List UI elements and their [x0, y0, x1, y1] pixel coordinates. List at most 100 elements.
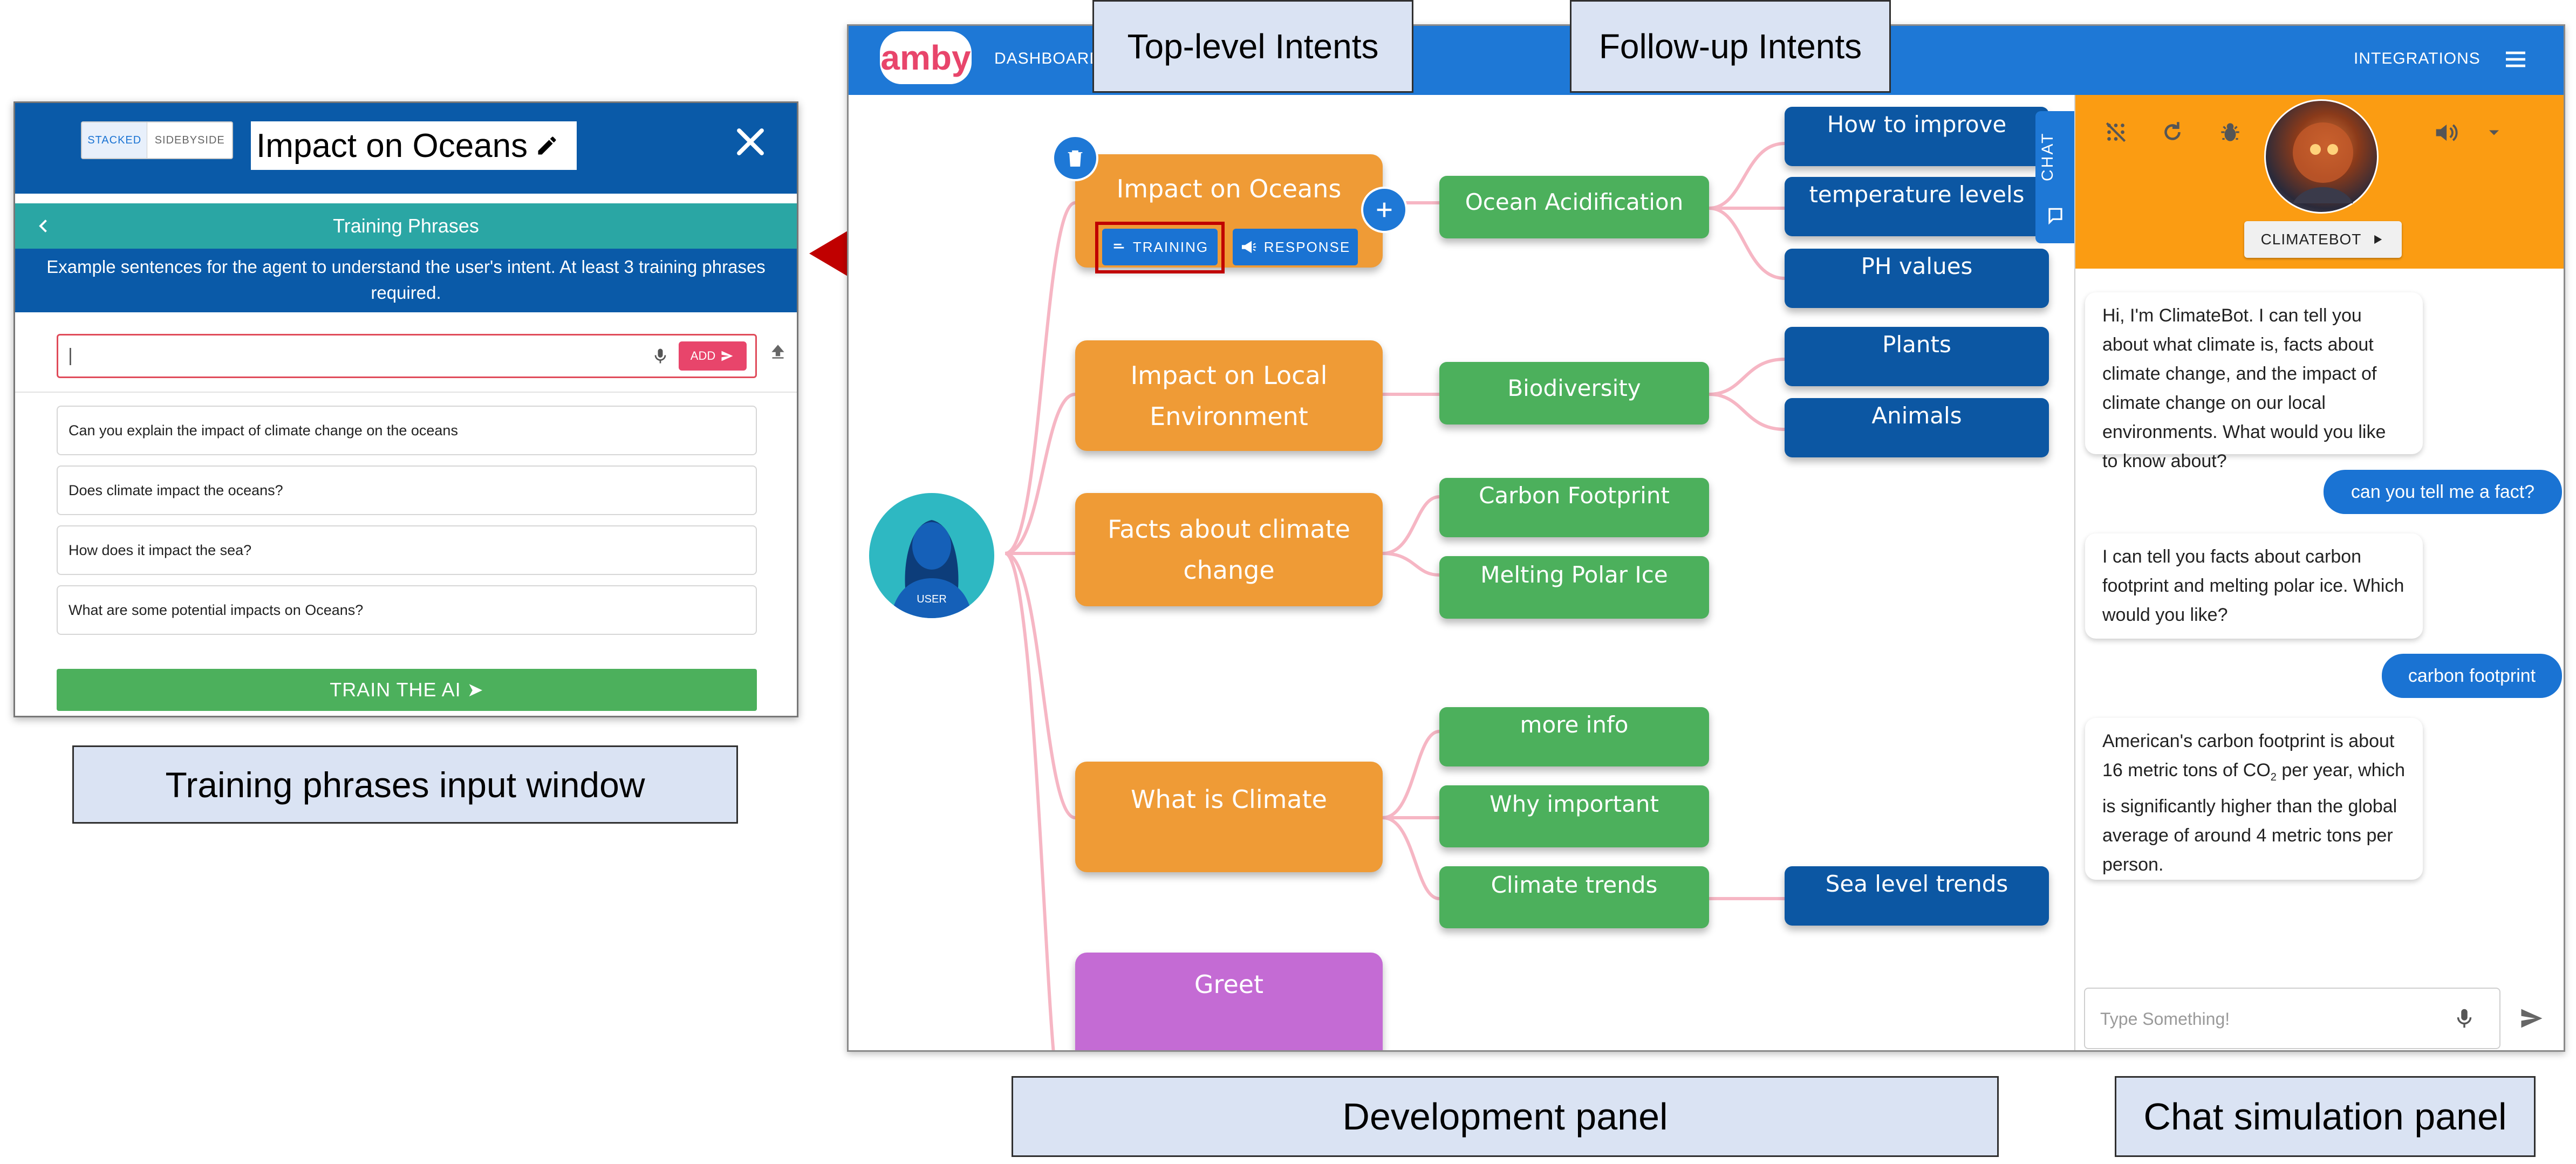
- user-label: USER: [917, 593, 947, 605]
- response-button-label: RESPONSE: [1263, 238, 1351, 255]
- add-followup-button[interactable]: [1361, 187, 1407, 233]
- mode-sidebyside-button[interactable]: SIDEBYSIDE: [147, 122, 232, 158]
- intent-impact-on-local-environment-label: Impact on Local Environment: [1130, 360, 1328, 431]
- intent-greet-label: Greet: [1194, 970, 1264, 999]
- mic-icon[interactable]: [2452, 1006, 2477, 1031]
- followup-how-to-improve[interactable]: How to improve: [1785, 107, 2049, 166]
- nav-integrations[interactable]: INTEGRATIONS: [2354, 50, 2481, 67]
- grid-off-icon[interactable]: [2102, 119, 2129, 146]
- training-button[interactable]: TRAINING: [1102, 229, 1218, 265]
- add-phrase-button[interactable]: ADD: [679, 341, 747, 371]
- training-window-header: STACKED SIDEBYSIDE Impact on Oceans: [15, 103, 797, 194]
- user-message: carbon footprint: [2382, 654, 2562, 698]
- volume-icon[interactable]: [2431, 119, 2459, 147]
- edit-pencil-icon[interactable]: [535, 134, 559, 158]
- chat-input-placeholder: Type Something!: [2100, 1009, 2230, 1029]
- intent-what-is-climate[interactable]: What is Climate: [1075, 762, 1383, 872]
- training-phrase-item[interactable]: Can you explain the impact of climate ch…: [57, 406, 757, 455]
- chat-simulation-panel: CLIMATEBOT Hi, I'm ClimateBot. I can tel…: [2074, 95, 2564, 1050]
- refresh-icon[interactable]: [2159, 119, 2186, 146]
- train-ai-button[interactable]: TRAIN THE AI ➤: [57, 669, 757, 711]
- user-avatar[interactable]: USER: [869, 493, 994, 618]
- bug-icon[interactable]: [2217, 119, 2244, 146]
- followup-melting-polar-ice[interactable]: Melting Polar Ice: [1439, 556, 1709, 619]
- training-button-label: TRAINING: [1132, 238, 1209, 255]
- intent-impact-on-local-environment[interactable]: Impact on Local Environment: [1075, 340, 1383, 451]
- climatebot-button[interactable]: CLIMATEBOT: [2244, 221, 2402, 258]
- development-panel: USER Impact on Oceans TRAINING RESPONSE …: [849, 95, 2074, 1050]
- followup-why-important[interactable]: Why important: [1439, 785, 1709, 847]
- mic-icon[interactable]: [651, 346, 670, 366]
- climatebot-avatar-icon: [2293, 122, 2353, 203]
- callout-chat-simulation-panel: Chat simulation panel: [2115, 1076, 2536, 1157]
- menu-icon[interactable]: [2503, 46, 2529, 72]
- bot-message: American's carbon footprint is about 16 …: [2085, 718, 2423, 880]
- followup-climate-trends[interactable]: Climate trends: [1439, 866, 1709, 928]
- bot-message: Hi, I'm ClimateBot. I can tell you about…: [2085, 292, 2423, 471]
- training-phrase-input[interactable]: | ADD: [57, 334, 757, 378]
- nav-dashboard[interactable]: DASHBOARD: [994, 50, 1102, 67]
- trash-icon: [1068, 150, 1083, 167]
- callout-training-window: Training phrases input window: [72, 745, 738, 824]
- training-phrases-bar: Training Phrases: [15, 203, 797, 249]
- upload-icon[interactable]: [768, 343, 788, 362]
- intent-title-field[interactable]: Impact on Oceans: [251, 121, 577, 170]
- followup-ocean-acidification[interactable]: Ocean Acidification: [1439, 176, 1709, 238]
- training-phrases-heading: Training Phrases: [333, 215, 479, 237]
- chat-bubble-icon: [2048, 208, 2062, 225]
- send-icon: [721, 351, 733, 361]
- bot-message-subscript: 2: [2270, 771, 2277, 783]
- followup-plants[interactable]: Plants: [1785, 327, 2049, 386]
- intent-what-is-climate-label: What is Climate: [1131, 785, 1327, 814]
- training-description: Example sentences for the agent to under…: [15, 249, 797, 312]
- mode-stacked-button[interactable]: STACKED: [82, 122, 147, 158]
- amby-logo-text: amby: [880, 38, 971, 77]
- layout-mode-toggle: STACKED SIDEBYSIDE: [81, 121, 233, 159]
- chat-side-tab[interactable]: CHAT: [2035, 111, 2074, 243]
- training-window: STACKED SIDEBYSIDE Impact on Oceans Trai…: [13, 101, 798, 717]
- intent-facts-label: Facts about climate change: [1108, 515, 1350, 585]
- training-phrase-item[interactable]: Does climate impact the oceans?: [57, 465, 757, 515]
- training-phrase-item[interactable]: What are some potential impacts on Ocean…: [57, 585, 757, 635]
- caret-down-icon[interactable]: [2484, 123, 2504, 142]
- divider: [15, 392, 797, 393]
- user-message: can you tell me a fact?: [2324, 470, 2562, 514]
- callout-development-panel: Development panel: [1012, 1076, 1999, 1157]
- add-phrase-label: ADD: [690, 349, 716, 362]
- send-icon[interactable]: [2518, 1004, 2546, 1032]
- play-icon: [2374, 235, 2382, 244]
- followup-biodiversity[interactable]: Biodiversity: [1439, 362, 1709, 424]
- followup-animals[interactable]: Animals: [1785, 398, 2049, 457]
- training-phrase-input-value: |: [68, 345, 73, 366]
- followup-carbon-footprint[interactable]: Carbon Footprint: [1439, 478, 1709, 537]
- bot-message-text-b: per year, which is significantly higher …: [2102, 760, 2406, 875]
- bot-message: I can tell you facts about carbon footpr…: [2085, 533, 2423, 639]
- plus-icon: [1377, 202, 1392, 217]
- training-highlight-box: [1095, 222, 1225, 273]
- amby-logo[interactable]: amby: [880, 31, 972, 84]
- chat-tab-label: CHAT: [2039, 132, 2056, 181]
- intent-greet[interactable]: Greet: [1075, 953, 1383, 1050]
- chat-header: CLIMATEBOT: [2075, 95, 2564, 269]
- training-phrase-item[interactable]: How does it impact the sea?: [57, 525, 757, 575]
- callout-follow-up-intents: Follow-up Intents: [1570, 0, 1891, 93]
- delete-intent-button[interactable]: [1052, 135, 1098, 181]
- app-window: amby DASHBOARD INTEGRATIONS: [847, 24, 2565, 1052]
- followup-sea-level-trends[interactable]: Sea level trends: [1785, 866, 2049, 926]
- megaphone-icon: [1241, 241, 1256, 254]
- lines-icon: [1113, 243, 1124, 249]
- followup-ph-values[interactable]: PH values: [1785, 249, 2049, 308]
- bot-message-text-a: American's carbon footprint is about 16 …: [2102, 731, 2395, 780]
- chat-input[interactable]: Type Something!: [2084, 988, 2500, 1049]
- climatebot-button-label: CLIMATEBOT: [2260, 231, 2362, 248]
- response-button[interactable]: RESPONSE: [1233, 229, 1358, 265]
- intent-facts-about-climate-change[interactable]: Facts about climate change: [1075, 493, 1383, 606]
- callout-top-level-intents: Top-level Intents: [1092, 0, 1413, 93]
- followup-more-info[interactable]: more info: [1439, 707, 1709, 766]
- close-icon[interactable]: [731, 122, 770, 161]
- followup-temperature-levels[interactable]: temperature levels: [1785, 177, 2049, 236]
- back-chevron-icon[interactable]: [34, 216, 53, 236]
- user-silhouette-icon: [891, 520, 973, 618]
- intent-title: Impact on Oceans: [256, 127, 528, 165]
- intent-impact-on-oceans-label: Impact on Oceans: [1116, 174, 1342, 203]
